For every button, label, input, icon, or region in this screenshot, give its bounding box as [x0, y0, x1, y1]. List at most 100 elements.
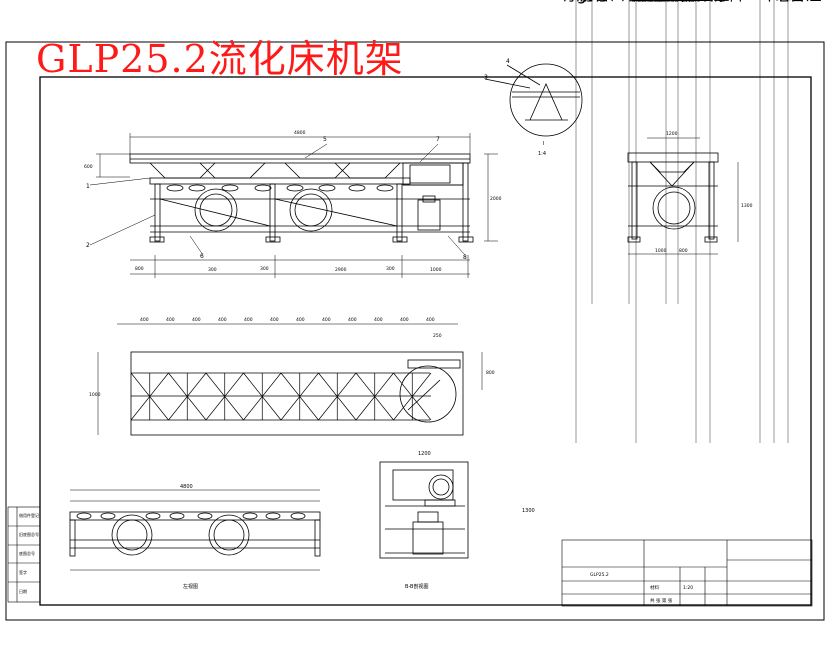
table-header-cell: 数量: [668, 0, 700, 4]
front-view: [129, 153, 474, 243]
callout-labels: 1 2 3 4 5 6 7 8: [86, 58, 510, 261]
table-cell: DN80: [594, 0, 639, 4]
table-cell: 进气主管: [631, 0, 695, 4]
table-header-cell: 备注: [790, 0, 822, 4]
table-cell: 进风接管: [631, 0, 695, 4]
table-cell: 1: [668, 0, 678, 4]
svg-text:1300: 1300: [522, 508, 535, 514]
truss-bracing: [130, 372, 432, 421]
svg-text:250: 250: [433, 333, 442, 339]
svg-text:共 张 第 张: 共 张 第 张: [650, 597, 673, 604]
table-header-cell: 单件: [762, 0, 794, 4]
left-sidebar: [7, 506, 41, 603]
plan-dim-label: 400: [166, 317, 175, 323]
plan-dim-label: 400: [192, 317, 201, 323]
svg-text:7: 7: [436, 136, 440, 143]
svg-text:3: 3: [484, 74, 488, 81]
title-block: [561, 539, 813, 607]
drawing-title: GLP25.2流化床机架: [36, 37, 404, 81]
table-cell: S30408: [712, 0, 773, 4]
plan-dim-label: 400: [322, 317, 331, 323]
svg-text:1:4: 1:4: [538, 151, 546, 157]
table-cell: h: [577, 0, 587, 4]
table-cell: 进风主管: [638, 0, 702, 4]
table-header-cell: 管口名称: [594, 0, 658, 4]
svg-text:300: 300: [208, 267, 217, 273]
table-cell: GLP25.2-1: [578, 0, 661, 4]
table-cell: b: [577, 0, 587, 4]
table-cell: 出风接管: [631, 0, 695, 4]
table-cell: 排污口: [631, 0, 679, 4]
svg-text:4: 4: [506, 58, 510, 65]
table-cell: DN50: [594, 0, 639, 4]
table-cell: 支架: [638, 0, 670, 4]
svg-text:800: 800: [135, 266, 144, 272]
table-cell: Q235-A: [712, 0, 772, 4]
table-cell: S30408: [712, 0, 773, 4]
table-cell: 7: [564, 0, 574, 4]
plan-dim-label: 400: [374, 317, 383, 323]
svg-text:1:20: 1:20: [683, 585, 693, 591]
svg-text:300: 300: [260, 266, 269, 272]
table-cell: a: [577, 0, 587, 4]
svg-text:2900: 2900: [335, 267, 347, 273]
svg-text:1000: 1000: [430, 267, 442, 273]
table-cell: f: [577, 0, 583, 4]
table-cell: 1: [668, 0, 678, 4]
plan-dim-label: 400: [270, 317, 279, 323]
side-view: [627, 152, 719, 243]
svg-text:左视图: 左视图: [183, 583, 198, 590]
drawing-frame: [5, 41, 825, 621]
nozzle-table: 序号管口名称管口规格数量备注aDN50进料口1bDN50进气主管8cDN80出风…: [577, 0, 712, 304]
table-header-cell: 代号: [578, 0, 610, 4]
table-cell: 1: [698, 0, 708, 4]
table-header-cell: 序号: [564, 0, 596, 4]
title-block-text: 1:20 材料 GLP25.2 共 张 第 张: [590, 572, 693, 604]
plan-dim-label: 400: [296, 317, 305, 323]
section-caption: B-B剖视图 1200 1300: [405, 451, 535, 590]
table-cell: 1: [564, 0, 574, 4]
detail-caption: I 1:4: [538, 141, 546, 157]
table-cell: DN50: [594, 0, 639, 4]
table-cell: DN80: [594, 0, 639, 4]
table-cell: e: [577, 0, 587, 4]
table-cell: DN50: [594, 0, 639, 4]
table-cell: S30408: [712, 0, 773, 4]
svg-text:800: 800: [679, 248, 688, 254]
table-header-cell: 名称: [638, 0, 670, 4]
plan-dim-label: 400: [140, 317, 149, 323]
table-header-cell: 数量: [698, 0, 730, 4]
table-cell: 3: [564, 0, 574, 4]
table-cell: 底座横梁: [638, 0, 702, 4]
svg-text:1200: 1200: [418, 451, 431, 457]
left-view: [69, 511, 321, 557]
table-cell: 支撑板: [638, 0, 686, 4]
svg-text:借用件登记: 借用件登记: [19, 512, 39, 518]
svg-text:1000: 1000: [655, 248, 667, 254]
table-cell: DN50: [594, 0, 639, 4]
svg-text:GLP25.2: GLP25.2: [590, 572, 609, 578]
table-cell: 8: [564, 0, 574, 4]
plan-view: [130, 351, 464, 436]
table-cell: S30408: [712, 0, 773, 4]
svg-text:8: 8: [463, 254, 467, 261]
table-cell: 1: [698, 0, 708, 4]
table-cell: 1: [668, 0, 678, 4]
plan-dim-lines: [97, 323, 483, 435]
svg-text:800: 800: [486, 370, 495, 376]
table-cell: 清洗接管: [631, 0, 695, 4]
table-cell: 出风接管: [638, 0, 702, 4]
table-header-cell: 总计: [776, 0, 808, 4]
table-header-cell: 序号: [577, 0, 609, 4]
table-cell: 1: [668, 0, 678, 4]
svg-text:1000: 1000: [89, 392, 101, 398]
svg-text:旧底图总号: 旧底图总号: [19, 531, 39, 537]
table-cell: 出料口: [631, 0, 679, 4]
table-cell: S30408: [712, 0, 773, 4]
svg-text:1200: 1200: [666, 131, 678, 137]
svg-text:1300: 1300: [741, 203, 753, 209]
table-cell: DN50管: [638, 0, 699, 4]
svg-text:1: 1: [86, 183, 90, 190]
